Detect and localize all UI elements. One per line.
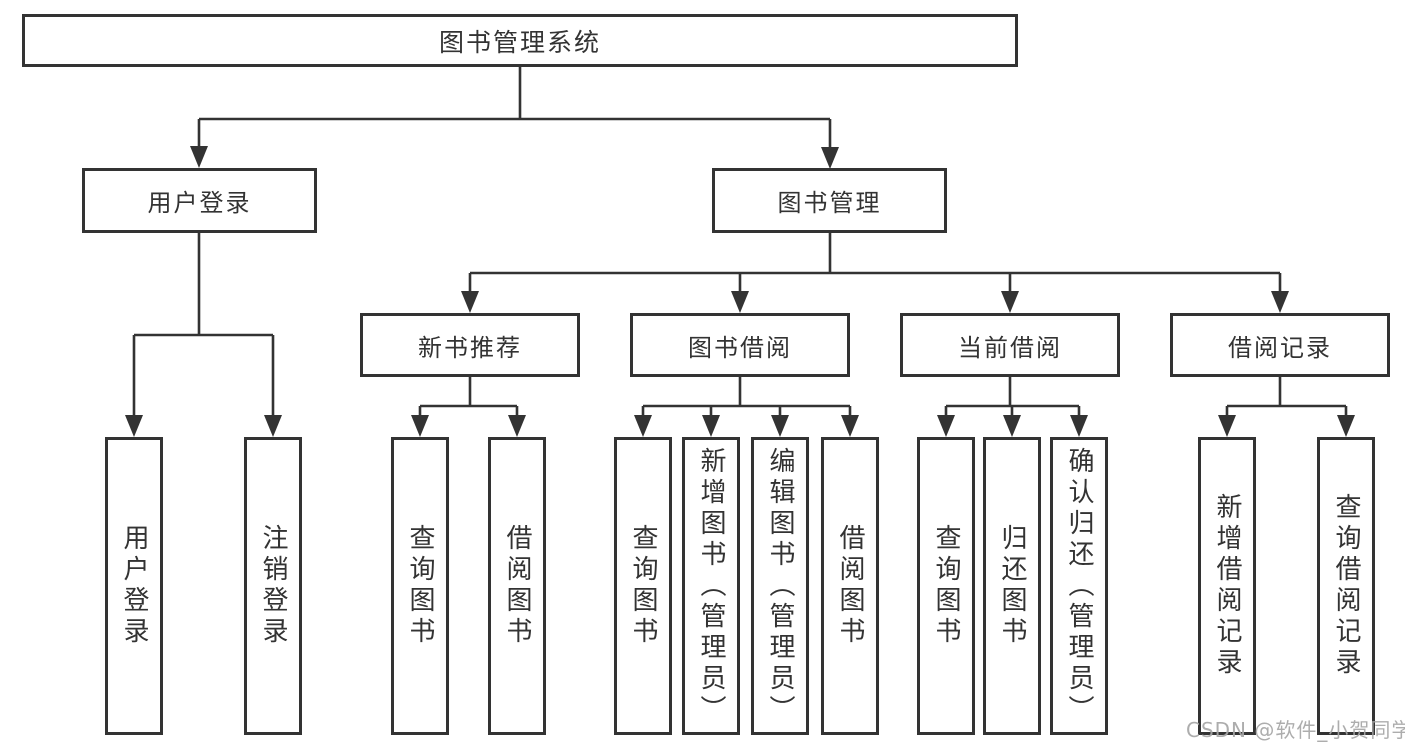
arrowhead-icon bbox=[461, 291, 479, 313]
node-leaf-query-books-recommend: 查询图书 bbox=[391, 437, 449, 735]
node-leaf-logout: 注销登录 bbox=[244, 437, 302, 735]
arrowhead-icon bbox=[731, 291, 749, 313]
node-book-borrowing: 图书借阅 bbox=[630, 313, 850, 377]
node-leaf-confirm-return-admin: 确认归还（管理员） bbox=[1050, 437, 1108, 735]
arrowhead-icon bbox=[937, 415, 955, 437]
node-leaf-query-books-borrow: 查询图书 bbox=[614, 437, 672, 735]
arrowhead-icon bbox=[1003, 415, 1021, 437]
arrowhead-icon bbox=[411, 415, 429, 437]
node-leaf-return-books: 归还图书 bbox=[983, 437, 1041, 735]
arrowhead-icon bbox=[1218, 415, 1236, 437]
node-leaf-borrow-books: 借阅图书 bbox=[821, 437, 879, 735]
node-leaf-borrow-books-recommend: 借阅图书 bbox=[488, 437, 546, 735]
arrowhead-icon bbox=[702, 415, 720, 437]
connector-root-to-level2 bbox=[197, 66, 832, 151]
node-user-login: 用户登录 bbox=[82, 168, 317, 233]
node-borrowing-records: 借阅记录 bbox=[1170, 313, 1390, 377]
arrowhead-icon bbox=[264, 415, 282, 437]
arrowhead-icon bbox=[1070, 415, 1088, 437]
connector-bookmgmt-to-level3 bbox=[468, 232, 1282, 294]
node-leaf-user-login: 用户登录 bbox=[105, 437, 163, 735]
node-leaf-add-borrow-record: 新增借阅记录 bbox=[1198, 437, 1256, 735]
arrowhead-icon bbox=[125, 415, 143, 437]
node-leaf-edit-books-admin: 编辑图书（管理员） bbox=[751, 437, 809, 735]
arrowhead-icon bbox=[1271, 291, 1289, 313]
arrowhead-icon bbox=[1337, 415, 1355, 437]
node-leaf-query-borrow-record: 查询借阅记录 bbox=[1317, 437, 1375, 735]
connector-currentborrow-to-leaves bbox=[944, 375, 1081, 419]
node-root-system: 图书管理系统 bbox=[22, 14, 1018, 67]
arrowhead-icon bbox=[1001, 291, 1019, 313]
node-new-book-recommend: 新书推荐 bbox=[360, 313, 580, 377]
connector-userlogin-to-leaves bbox=[132, 232, 275, 420]
arrowhead-icon bbox=[190, 146, 208, 168]
connector-borrowrecord-to-leaves bbox=[1225, 375, 1348, 419]
node-current-borrowing: 当前借阅 bbox=[900, 313, 1120, 377]
connector-bookborrow-to-leaves bbox=[641, 375, 852, 419]
arrowhead-icon bbox=[634, 415, 652, 437]
node-leaf-query-books-current: 查询图书 bbox=[917, 437, 975, 735]
node-leaf-add-books-admin: 新增图书（管理员） bbox=[682, 437, 740, 735]
arrowhead-icon bbox=[508, 415, 526, 437]
arrowhead-icon bbox=[841, 415, 859, 437]
arrowhead-icon bbox=[821, 147, 839, 169]
node-book-management: 图书管理 bbox=[712, 168, 947, 233]
connector-newbook-to-leaves bbox=[418, 375, 519, 419]
arrowhead-icon bbox=[771, 415, 789, 437]
csdn-watermark: CSDN @软件_小贺同学 bbox=[1186, 718, 1405, 742]
